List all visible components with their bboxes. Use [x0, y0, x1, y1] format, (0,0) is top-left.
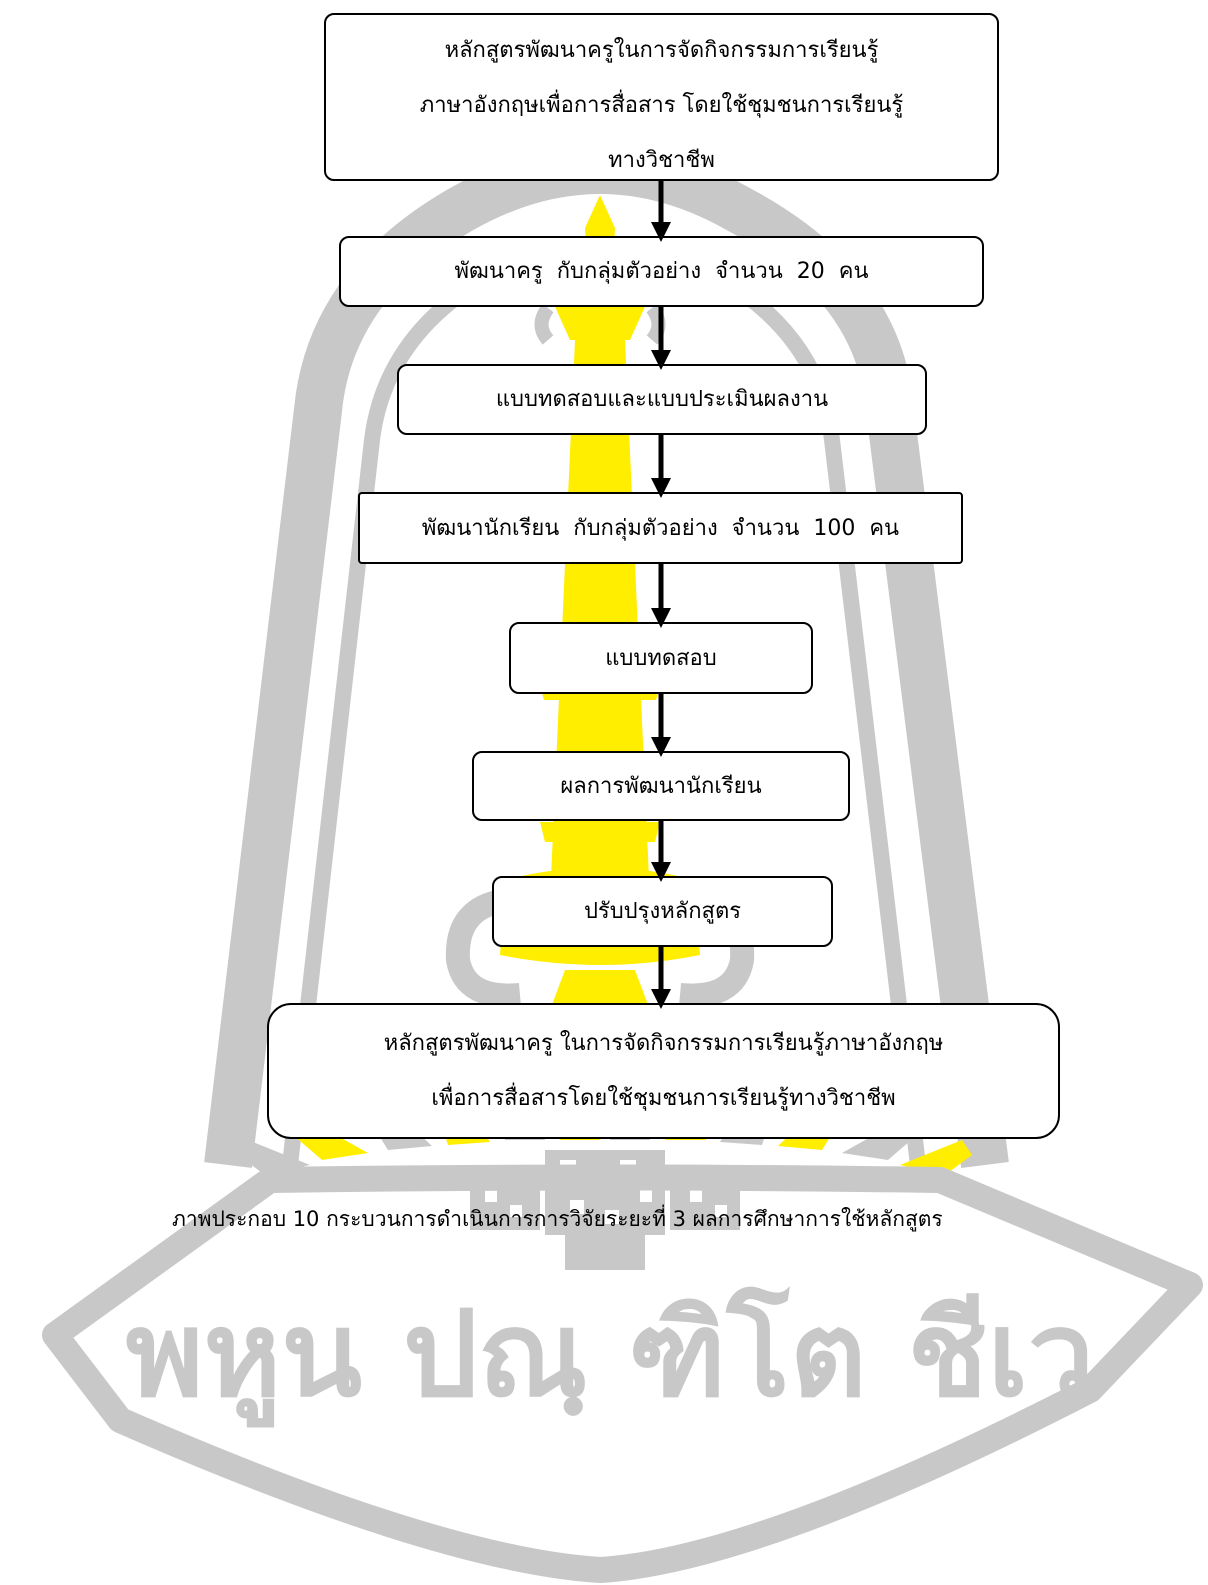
flow-step-5-label: แบบทดสอบ: [605, 645, 717, 671]
flow-step-5: แบบทดสอบ: [509, 622, 813, 694]
flow-step-4-label: พัฒนานักเรียน กับกลุ่มตัวอย่าง จำนวน 100…: [421, 515, 900, 541]
flow-step-3: แบบทดสอบและแบบประเมินผลงาน: [397, 364, 927, 435]
flow-step-8-line-1: หลักสูตรพัฒนาครู ในการจัดกิจกรรมการเรียน…: [383, 1031, 944, 1056]
flow-step-1: หลักสูตรพัฒนาครูในการจัดกิจกรรมการเรียนร…: [324, 13, 999, 181]
watermark-motto: พหูน ปณฺ ฑิโต ชีเว: [126, 1284, 1095, 1428]
flow-step-1-line-2: ภาษาอังกฤษเพื่อการสื่อสาร โดยใช้ชุมชนการ…: [419, 93, 904, 118]
flow-step-1-line-1: หลักสูตรพัฒนาครูในการจัดกิจกรรมการเรียนร…: [444, 38, 879, 63]
flow-step-2-label: พัฒนาครู กับกลุ่มตัวอย่าง จำนวน 20 คน: [454, 259, 869, 284]
flow-step-7: ปรับปรุงหลักสูตร: [492, 876, 833, 947]
flow-step-1-line-3: ทางวิชาชีพ: [608, 148, 715, 173]
flow-step-8: หลักสูตรพัฒนาครู ในการจัดกิจกรรมการเรียน…: [267, 1003, 1060, 1139]
watermark-ribbon: [42, 1164, 1203, 1583]
flow-step-8-line-2: เพื่อการสื่อสารโดยใช้ชุมชนการเรียนรู้ทาง…: [431, 1086, 896, 1111]
flow-step-6: ผลการพัฒนานักเรียน: [472, 751, 850, 821]
flow-step-2: พัฒนาครู กับกลุ่มตัวอย่าง จำนวน 20 คน: [339, 236, 984, 307]
figure-caption: ภาพประกอบ 10 กระบวนการดำเนินการการวิจัยร…: [172, 1207, 943, 1231]
flow-step-3-label: แบบทดสอบและแบบประเมินผลงาน: [495, 387, 829, 412]
flow-step-7-label: ปรับปรุงหลักสูตร: [583, 899, 742, 924]
flow-step-4: พัฒนานักเรียน กับกลุ่มตัวอย่าง จำนวน 100…: [358, 492, 963, 564]
flow-step-6-label: ผลการพัฒนานักเรียน: [560, 773, 762, 799]
